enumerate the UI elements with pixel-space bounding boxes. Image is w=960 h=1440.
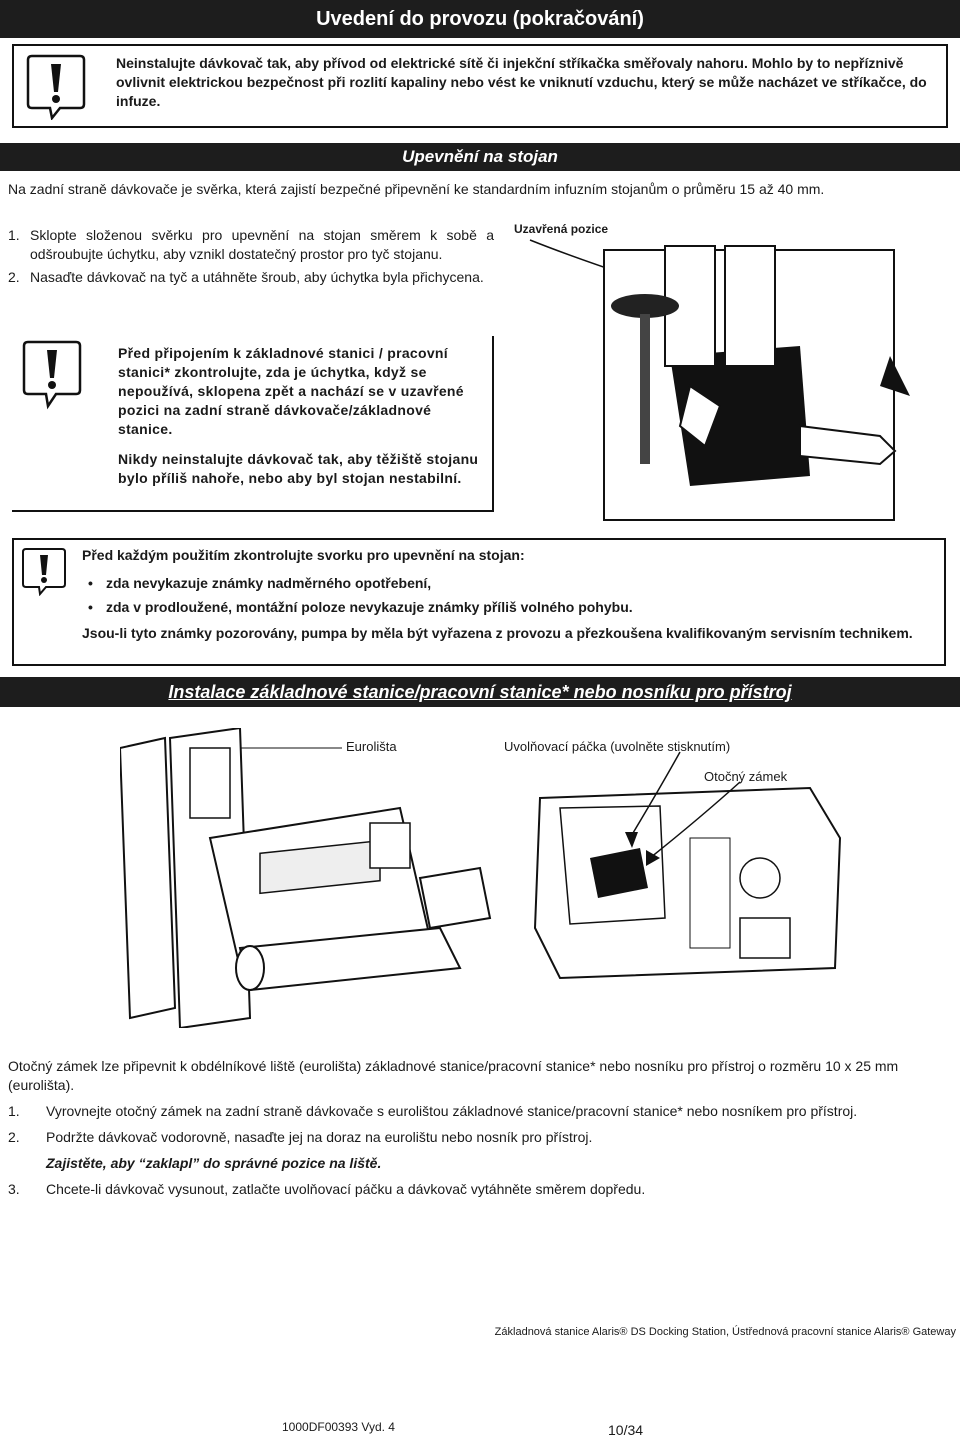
warning-text-connect: Před připojením k základnové stanici / p… (118, 345, 464, 437)
warning-box-pole: Před připojením k základnové stanici / p… (12, 336, 494, 512)
label-eurolista: Eurolišta (346, 739, 397, 754)
section-title-docking: Instalace základnové stanice/pracovní st… (0, 677, 960, 707)
warning-exclamation-icon (22, 340, 82, 410)
step-item: 1. Sklopte složenou svěrku pro upevnění … (8, 226, 494, 264)
page-header: Uvedení do provozu (pokračování) (0, 0, 960, 38)
step-number: 2. (8, 269, 20, 285)
warning-box-orientation: Neinstalujte dávkovač tak, aby přívod od… (12, 44, 948, 128)
step-text: Podržte dávkovač vodorovně, nasaďte jej … (46, 1129, 593, 1145)
step-text: Sklopte složenou svěrku pro upevnění na … (30, 227, 494, 262)
pole-clamp-illustration (529, 239, 910, 521)
figure-caption: Základnová stanice Alaris® DS Docking St… (494, 1326, 956, 1338)
warning-exclamation-icon (26, 54, 86, 120)
step-text: Chcete-li dávkovač vysunout, zatlačte uv… (46, 1181, 646, 1197)
warning-box-clamp-check: Před každým použitím zkontrolujte svorku… (12, 538, 946, 666)
label-release-lever: Uvolňovací páčka (uvolněte stisknutím) (504, 739, 731, 754)
clamp-figure-label: Uzavřená pozice (514, 222, 609, 236)
section-title-pole-mount: Upevnění na stojan (0, 143, 960, 171)
step-item: 2. Nasaďte dávkovač na tyč a utáhněte šr… (8, 268, 494, 287)
warning-exclamation-icon (22, 548, 66, 596)
step-text: Nasaďte dávkovač na tyč a utáhněte šroub… (30, 269, 484, 285)
step-number: 3. (8, 1181, 20, 1197)
doc-id: 1000DF00393 Vyd. 4 (282, 1420, 395, 1434)
step-number: 1. (8, 227, 20, 243)
step-item: 2. Podržte dávkovač vodorovně, nasaďte j… (8, 1128, 956, 1147)
step-item: 1. Vyrovnejte otočný zámek na zadní stra… (8, 1102, 956, 1121)
list-item: zda nevykazuje známky nadměrného opotřeb… (82, 574, 932, 593)
docking-station-illustration (120, 728, 842, 1028)
pole-mount-steps: 1. Sklopte složenou svěrku pro upevnění … (8, 226, 494, 287)
pole-mount-intro: Na zadní straně dávkovače je svěrka, kte… (8, 181, 825, 197)
docking-intro: Otočný zámek lze připevnit k obdélníkové… (8, 1058, 899, 1093)
step-text: Vyrovnejte otočný zámek na zadní straně … (46, 1103, 858, 1119)
step-number: 1. (8, 1103, 20, 1119)
step-item: 3. Chcete-li dávkovač vysunout, zatlačte… (8, 1180, 956, 1199)
clamp-check-title: Před každým použitím zkontrolujte svorku… (82, 547, 525, 563)
clamp-check-footer: Jsou-li tyto známky pozorovány, pumpa by… (82, 625, 913, 641)
clamp-check-list: zda nevykazuje známky nadměrného opotřeb… (82, 574, 932, 617)
step-number: 2. (8, 1129, 20, 1145)
warning-text: Neinstalujte dávkovač tak, aby přívod od… (116, 55, 927, 109)
label-rotary-lock: Otočný zámek (704, 769, 788, 784)
step-item: Zajistěte, aby “zaklapl” do správné pozi… (8, 1154, 956, 1173)
page-number: 10/34 (608, 1422, 644, 1438)
warning-text-stability: Nikdy neinstalujte dávkovač tak, aby těž… (118, 451, 479, 486)
list-item: zda v prodloužené, montážní poloze nevyk… (82, 598, 932, 617)
docking-steps: 1. Vyrovnejte otočný zámek na zadní stra… (8, 1102, 956, 1199)
step-text-emphasis: Zajistěte, aby “zaklapl” do správné pozi… (46, 1155, 382, 1171)
